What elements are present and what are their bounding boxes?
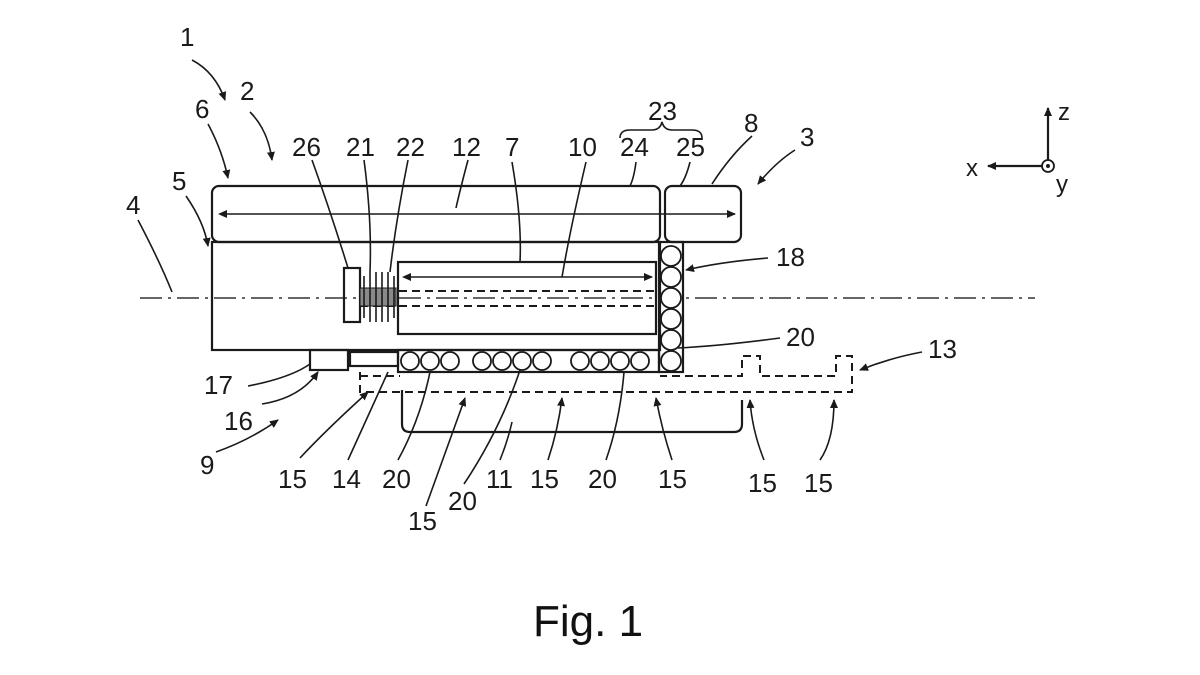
label-17: 17	[204, 370, 233, 400]
label-23: 23	[648, 96, 677, 126]
lower-housing	[400, 390, 744, 434]
label-11: 11	[486, 464, 513, 494]
figure-caption: Fig. 1	[533, 597, 643, 646]
label-2: 2	[240, 76, 254, 106]
dashed-channel	[359, 355, 853, 393]
axis-label-z: z	[1058, 99, 1070, 126]
label-12: 12	[452, 132, 481, 162]
label-26: 26	[292, 132, 321, 162]
label-15-b: 15	[408, 506, 437, 536]
label-9: 9	[200, 450, 214, 480]
axis-label-y: y	[1056, 171, 1068, 198]
label-18: 18	[776, 242, 805, 272]
leader-lines	[137, 59, 923, 507]
ball-column-housing	[657, 240, 685, 374]
ball-column	[660, 245, 682, 372]
label-20-b: 20	[448, 486, 477, 516]
label-22: 22	[396, 132, 425, 162]
label-15-d: 15	[658, 464, 687, 494]
label-15-e: 15	[748, 468, 777, 498]
label-4: 4	[126, 190, 140, 220]
label-21: 21	[346, 132, 375, 162]
brace-23	[619, 121, 703, 139]
ball-row-housing	[396, 348, 661, 374]
label-14: 14	[332, 464, 361, 494]
axis-label-x: x	[966, 155, 978, 182]
component-16	[308, 348, 350, 372]
label-20-right: 20	[786, 322, 815, 352]
label-10: 10	[568, 132, 597, 162]
label-20-a: 20	[382, 464, 411, 494]
label-24: 24	[620, 132, 649, 162]
label-3: 3	[800, 122, 814, 152]
label-7: 7	[505, 132, 519, 162]
label-15-a: 15	[278, 464, 307, 494]
label-15-c: 15	[530, 464, 559, 494]
coordinate-system: z x y	[966, 99, 1070, 198]
label-20-c: 20	[588, 464, 617, 494]
label-25: 25	[676, 132, 705, 162]
inner-element	[396, 260, 658, 336]
label-16: 16	[224, 406, 253, 436]
label-1: 1	[180, 22, 194, 52]
ball-row	[400, 351, 650, 371]
label-15-f: 15	[804, 468, 833, 498]
spring	[363, 272, 395, 322]
label-13: 13	[928, 334, 957, 364]
label-5: 5	[172, 166, 186, 196]
label-8: 8	[744, 108, 758, 138]
component-14	[348, 350, 400, 368]
plate-26	[342, 266, 362, 324]
label-6: 6	[195, 94, 209, 124]
spring-core	[359, 287, 397, 307]
